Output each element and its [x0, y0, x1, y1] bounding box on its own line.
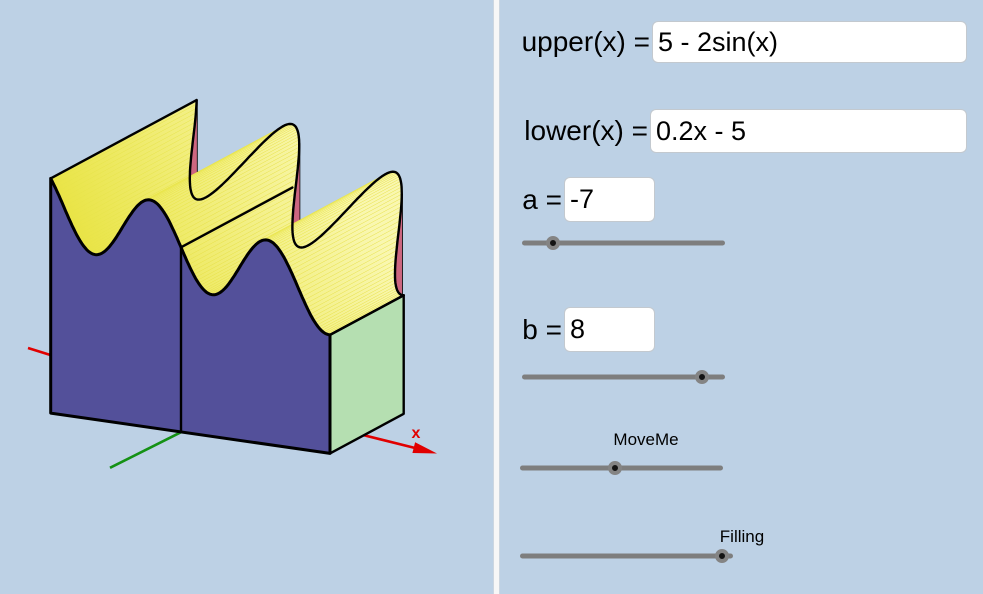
b-label: b =: [522, 314, 562, 345]
slider-b[interactable]: [522, 366, 725, 388]
controls-panel: upper(x) = lower(x) = a = b = MoveMe Fil…: [500, 0, 983, 594]
cross-section-top-edge: [179, 186, 294, 249]
upper-function-label: upper(x) =: [521, 26, 650, 57]
slider-filling[interactable]: [520, 545, 733, 567]
slider-filling-track[interactable]: [520, 553, 733, 559]
upper-function-input[interactable]: [652, 21, 967, 63]
slider-b-track[interactable]: [522, 374, 725, 380]
x-axis-left-segment: [27, 346, 53, 357]
x-axis-label: x: [412, 425, 421, 442]
lower-function-input[interactable]: [650, 109, 967, 153]
slider-a-track[interactable]: [522, 240, 725, 246]
solid-outlines: [49, 98, 405, 337]
slider-filling-knob[interactable]: [715, 549, 730, 563]
lower-function-label: lower(x) =: [524, 115, 648, 146]
a-label: a =: [522, 184, 562, 215]
slider-a[interactable]: [522, 232, 725, 254]
moveme-label: MoveMe: [613, 430, 679, 449]
left-silhouette-edge: [49, 98, 198, 180]
panel-divider[interactable]: [493, 0, 500, 594]
slider-moveme-knob[interactable]: [608, 461, 622, 475]
solid-between-curves-3d[interactable]: x: [0, 0, 493, 594]
back-curve-outline: [188, 98, 405, 297]
slider-a-knob[interactable]: [546, 236, 561, 250]
x-axis-arrowhead: [412, 442, 437, 454]
slider-moveme[interactable]: [520, 457, 723, 479]
front-face: [49, 176, 332, 455]
b-input[interactable]: [564, 307, 655, 352]
graphics-3d-view[interactable]: x: [0, 0, 493, 594]
right-top-edge: [328, 294, 405, 337]
slider-b-knob[interactable]: [695, 370, 710, 384]
y-axis-line: [109, 430, 184, 469]
moveme-cross-section[interactable]: [179, 186, 294, 434]
a-input[interactable]: [564, 177, 655, 222]
filling-label: Filling: [719, 527, 765, 546]
